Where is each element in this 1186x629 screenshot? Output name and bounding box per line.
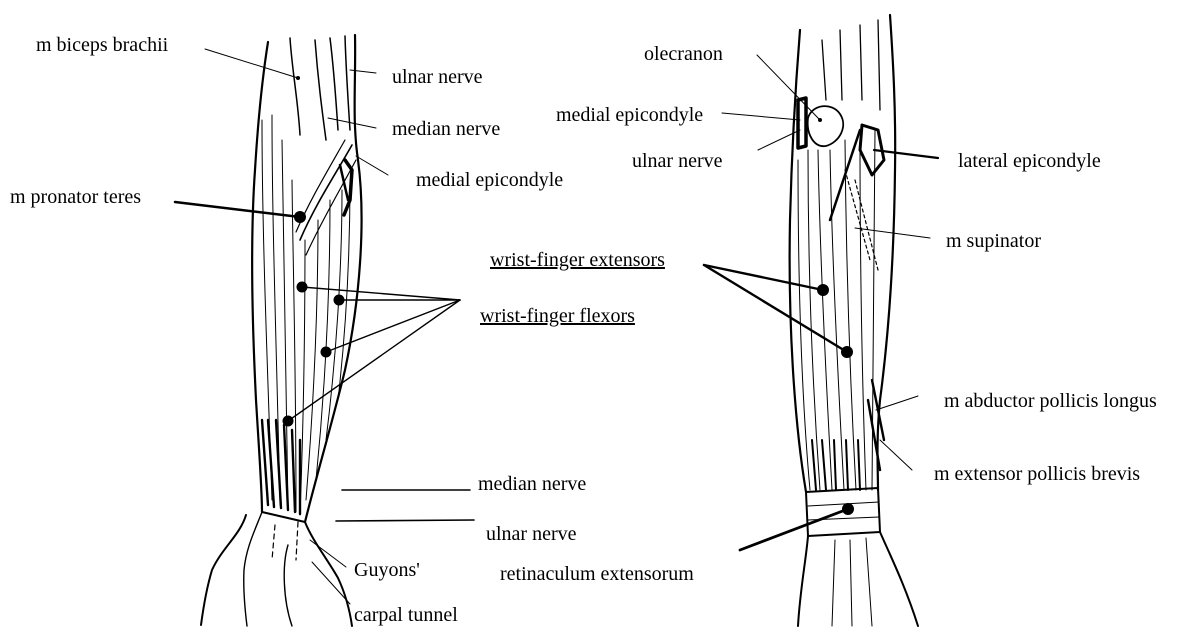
label-supinator: m supinator [946,230,1041,252]
point-flexor-4 [283,416,294,427]
label-lateral-epicondyle: lateral epicondyle [958,150,1101,172]
leader-abductor [876,396,918,410]
point-pronator-teres [294,211,306,223]
point-flexor-3 [321,347,332,358]
label-carpal-tunnel: carpal tunnel [354,604,458,626]
point-extensor-1 [817,284,829,296]
point-flexor-2 [334,295,345,306]
label-extensor-pollicis-brevis: m extensor pollicis brevis [934,463,1140,485]
label-abductor-pollicis-longus: m abductor pollicis longus [944,390,1157,412]
label-medial-epicondyle-right: medial epicondyle [556,104,703,126]
label-retinaculum-extensorum: retinaculum extensorum [500,563,694,585]
label-wrist-finger-flexors: wrist-finger flexors [480,305,635,327]
label-ulnar-nerve-bottom: ulnar nerve [486,523,577,545]
leader-retinaculum [740,509,848,550]
leader-pronator-teres [175,202,300,217]
label-biceps-brachii: m biceps brachii [36,34,168,56]
leader-biceps [205,49,298,78]
label-olecranon: olecranon [644,43,723,65]
right-forearm-drawing [790,15,918,626]
leader-olecranon [757,55,820,120]
label-guyons: Guyons' [354,559,420,581]
leader-flexor-4 [288,300,460,421]
label-median-nerve-bottom: median nerve [478,473,586,495]
label-ulnar-nerve-top: ulnar nerve [392,66,483,88]
point-extensor-2 [841,346,853,358]
leader-flexor-1 [302,287,460,300]
point-olecranon [818,118,822,122]
leader-ulnar-nerve-bottom [336,520,474,521]
left-forearm-drawing [201,35,362,626]
leader-extensor-1 [704,265,823,290]
leader-extensor-brevis [880,440,912,470]
leader-medial-epicondyle-right [722,113,800,120]
label-median-nerve-top: median nerve [392,118,500,140]
label-wrist-finger-extensors: wrist-finger extensors [490,249,665,271]
point-flexor-1 [297,282,308,293]
point-retinaculum [842,503,854,515]
label-pronator-teres: m pronator teres [10,186,141,208]
leader-extensor-2 [704,265,847,352]
leader-carpal-tunnel [312,562,350,604]
label-ulnar-nerve-right: ulnar nerve [632,150,723,172]
label-medial-epicondyle-left: medial epicondyle [416,169,563,191]
leader-median-nerve-top [328,118,376,128]
leader-medial-epicondyle-left [356,156,388,175]
point-biceps [296,76,300,80]
